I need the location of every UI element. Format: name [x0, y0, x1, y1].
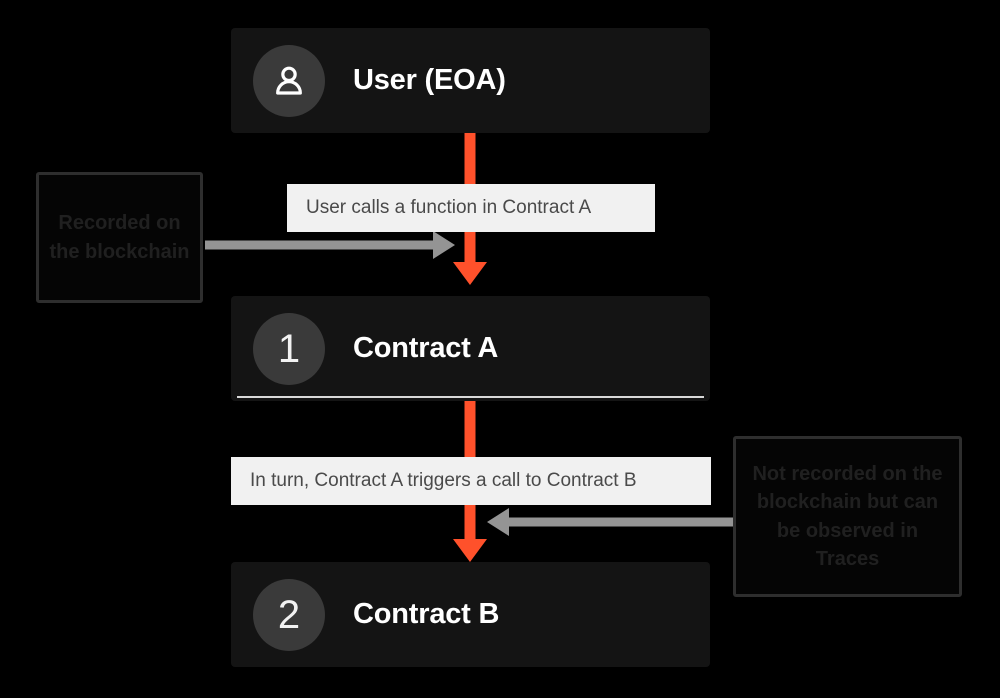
node-title: User (EOA)	[353, 64, 506, 96]
step-number: 2	[277, 592, 301, 637]
step-number-badge: 2	[253, 578, 325, 651]
user-avatar-badge	[253, 44, 325, 117]
arrow-shaft	[205, 240, 435, 250]
callout-not-recorded-observed-in-traces: Not recorded on the blockchain but can b…	[733, 436, 962, 597]
arrow-head	[487, 508, 509, 536]
callout-text: Recorded on the blockchain	[49, 212, 190, 263]
node-underline	[237, 396, 704, 398]
step-number-badge: 1	[253, 312, 325, 385]
caption-text: User calls a function in Contract A	[306, 197, 592, 218]
node-user[interactable]: User (EOA)	[231, 28, 710, 133]
step-number: 1	[277, 326, 301, 371]
annotation-arrow-right	[205, 231, 455, 259]
arrow-shaft	[507, 517, 737, 527]
node-contract-b[interactable]: 2 Contract B	[231, 562, 710, 667]
person-icon	[276, 66, 302, 95]
annotation-arrow-left	[487, 508, 737, 536]
node-contract-a[interactable]: 1 Contract A	[231, 296, 710, 401]
caption-text: In turn, Contract A triggers a call to C…	[250, 470, 637, 491]
node-title: Contract B	[353, 598, 500, 630]
arrow-head	[433, 231, 455, 259]
arrow-head	[453, 539, 487, 562]
callout-text: Not recorded on the blockchain but can b…	[752, 462, 943, 570]
node-title: Contract A	[353, 332, 499, 364]
arrow-head	[453, 262, 487, 285]
callout-recorded-on-blockchain: Recorded on the blockchain	[36, 172, 203, 303]
caption-user-calls-contract-a: User calls a function in Contract A	[287, 184, 655, 232]
caption-contract-a-triggers-contract-b: In turn, Contract A triggers a call to C…	[231, 457, 711, 505]
